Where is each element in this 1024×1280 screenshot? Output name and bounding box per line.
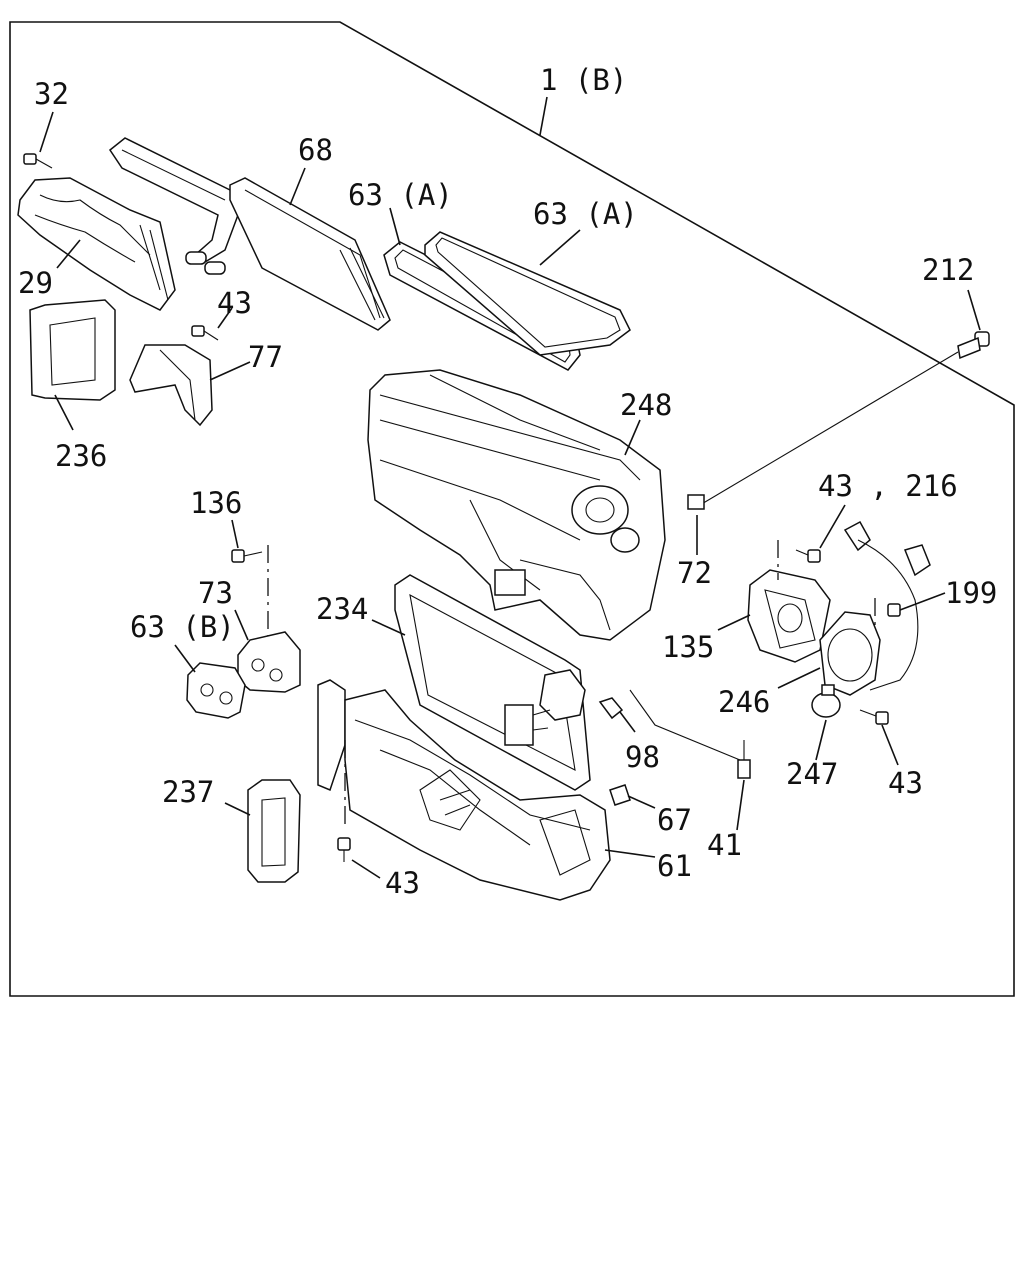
label-72: 72 [677,556,712,590]
leader-212-to-72 [699,351,959,506]
label-199: 199 [945,576,997,610]
diagram-frame [9,21,1015,997]
part-43-screw-top [191,325,219,341]
label-236: 236 [55,439,107,473]
part-212-screw [957,331,990,360]
label-43-top: 43 [217,286,252,320]
label-77: 77 [248,340,283,374]
part-135-actuator [747,569,831,663]
label-63b: 63 (B) [130,610,235,644]
label-247: 247 [786,757,838,791]
part-136-screw [231,549,263,563]
label-212: 212 [922,253,974,287]
part-43-screw-135 [795,549,821,563]
part-41-thermistor [737,740,751,779]
label-43-right: 43 [888,766,923,800]
part-67-clip [609,784,631,806]
label-248: 248 [620,388,672,422]
part-32-screw [23,153,53,169]
label-246: 246 [718,685,770,719]
part-246-motor [819,611,881,696]
part-199-screw [887,603,901,617]
part-72-clip [687,494,705,510]
part-43-screw-bottom [337,837,351,862]
label-41: 41 [707,828,742,862]
label-32: 32 [34,77,69,111]
part-248-housing [367,369,666,641]
label-67: 67 [657,803,692,837]
part-63b-seal [186,662,246,719]
label-136: 136 [190,486,242,520]
label-leaders [39,96,981,879]
part-63a-seal-right [424,231,631,356]
part-61-blower-case [317,679,611,901]
label-73: 73 [198,576,233,610]
part-77-bracket [129,344,213,427]
label-43-216: 43 , 216 [818,469,958,503]
part-237-gasket [247,779,301,883]
part-234-evaporator [394,574,591,791]
label-234: 234 [316,592,368,626]
part-247-motor [811,684,841,718]
leader-98-to-41 [629,689,741,761]
label-1b: 1 (B) [540,63,627,97]
label-63a-left: 63 (A) [348,178,453,212]
label-68: 68 [298,133,333,167]
label-61: 61 [657,849,692,883]
label-63a-right: 63 (A) [533,197,638,231]
label-29: 29 [18,266,53,300]
part-98-clip [598,697,624,720]
part-29-duct [17,177,176,311]
part-236-gasket [29,299,116,401]
part-43-screw-247 [859,709,889,725]
label-135: 135 [662,630,714,664]
part-199-harness [843,520,931,691]
part-68-heater-core [108,137,391,331]
label-43-bottom: 43 [385,866,420,900]
label-237: 237 [162,775,214,809]
label-98: 98 [625,740,660,774]
part-73-insulator [237,631,301,693]
